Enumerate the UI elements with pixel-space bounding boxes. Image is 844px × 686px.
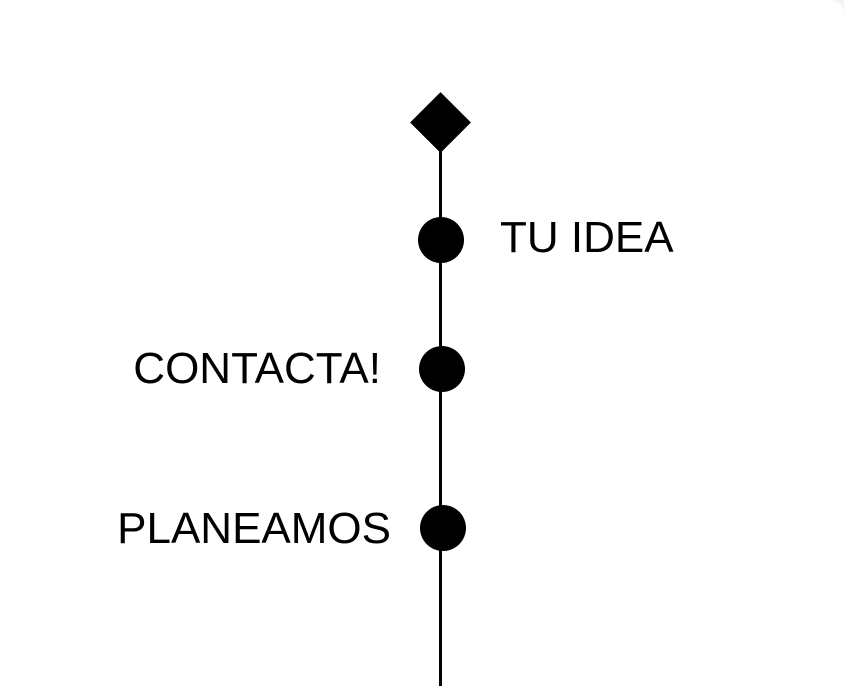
timeline-node-contacta — [419, 346, 465, 392]
timeline-label-planeamos: PLANEAMOS — [117, 504, 391, 553]
timeline-start-diamond-icon — [410, 92, 471, 153]
timeline-label-contacta: CONTACTA! — [133, 344, 381, 393]
timeline-line — [439, 128, 442, 686]
timeline-node-planeamos — [420, 505, 466, 551]
timeline-node-tu-idea — [418, 217, 464, 263]
timeline-label-tu-idea: TU IDEA — [500, 213, 674, 262]
